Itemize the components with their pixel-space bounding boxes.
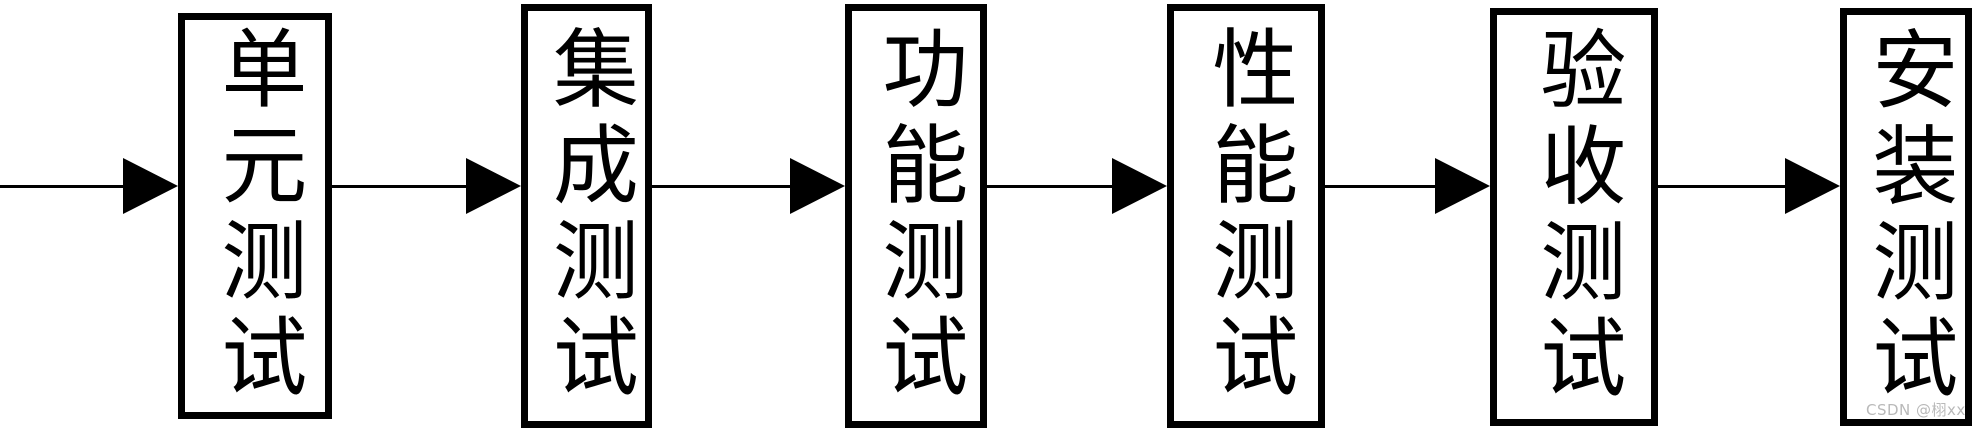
process-node-label: 功能测试 [866, 24, 967, 408]
process-node-performance[interactable]: 性能测试 [1167, 4, 1325, 428]
connector-line [1325, 184, 1436, 188]
connector-line [332, 184, 467, 188]
process-node-label: 性能测试 [1196, 24, 1297, 408]
arrow-head-icon [1785, 158, 1840, 214]
process-node-installation[interactable]: 安装测试 [1840, 8, 1972, 426]
process-node-label: 验收测试 [1524, 25, 1625, 409]
connector-integration-to-functional [652, 158, 845, 214]
arrow-head-icon [466, 158, 521, 214]
process-node-label: 集成测试 [537, 24, 638, 408]
process-node-label: 单元测试 [205, 24, 306, 408]
connector-functional-to-performance [987, 158, 1167, 214]
connector-unit-to-integration [332, 158, 521, 214]
process-node-integration[interactable]: 集成测试 [521, 4, 652, 428]
arrow-head-icon [1112, 158, 1167, 214]
connector-entry-line [0, 184, 124, 188]
process-node-acceptance[interactable]: 验收测试 [1490, 8, 1658, 426]
arrow-head-icon [1435, 158, 1490, 214]
process-node-functional[interactable]: 功能测试 [845, 4, 987, 428]
arrow-head-icon [123, 158, 178, 214]
connector-performance-to-acceptance [1325, 158, 1490, 214]
connector-line [987, 184, 1113, 188]
connector-line [1658, 184, 1786, 188]
connector-line [652, 184, 791, 188]
process-node-label: 安装测试 [1856, 25, 1957, 409]
csdn-watermark: CSDN @栩xx [1866, 401, 1966, 419]
connector-entry [0, 158, 178, 214]
connector-acceptance-to-installation [1658, 158, 1840, 214]
arrow-head-icon [790, 158, 845, 214]
process-node-unit[interactable]: 单元测试 [178, 13, 332, 419]
